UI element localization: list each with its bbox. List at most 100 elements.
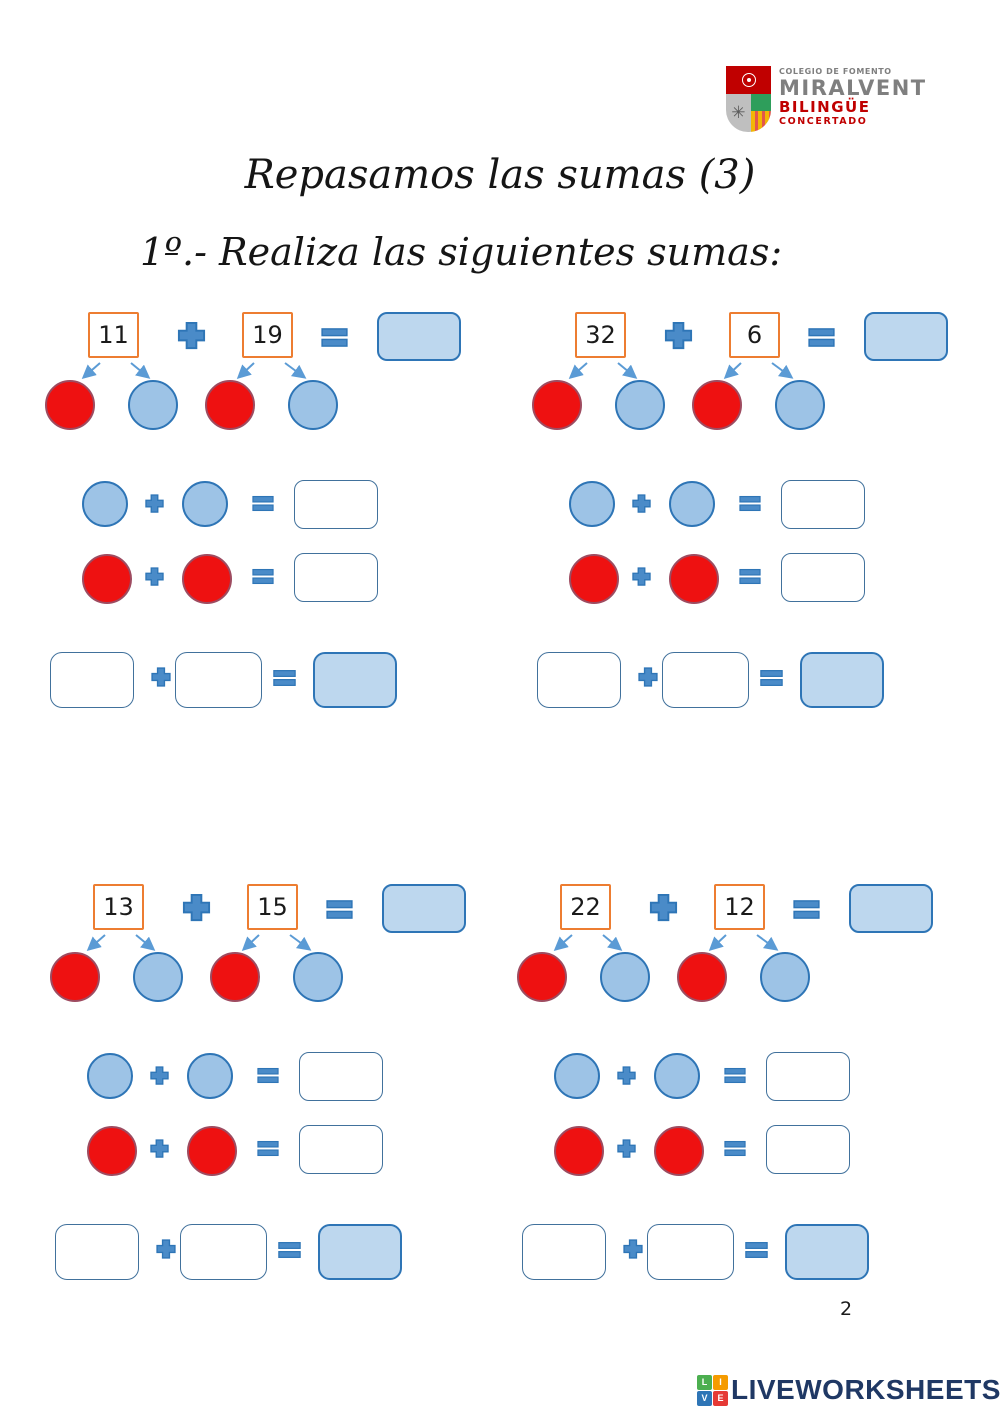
red-circle	[654, 1126, 704, 1176]
blue-circle	[569, 481, 615, 527]
addend-box: 22	[560, 884, 611, 930]
liveworksheets-wordmark: LIVEWORKSHEETS	[731, 1374, 1000, 1405]
red-circle	[677, 952, 727, 1002]
instruction-text: 1º.- Realiza las siguientes sumas:	[140, 230, 783, 274]
red-circle	[532, 380, 582, 430]
addend-box: 12	[714, 884, 765, 930]
blue-circle	[554, 1053, 600, 1099]
decompose-arrows-icon	[553, 934, 779, 952]
tile-i: I	[713, 1374, 728, 1390]
plus-icon	[156, 1239, 176, 1259]
exercise-block-3: 13 15	[45, 872, 485, 1292]
red-sum-answer-box[interactable]	[294, 553, 378, 602]
plus-icon	[177, 321, 206, 350]
liveworksheets-logo: L I V E LIVEWORKSHEETS	[697, 1374, 1000, 1406]
red-circle	[569, 554, 619, 604]
school-logo-line2: BILINGÜE	[779, 98, 871, 117]
final-answer-box[interactable]	[785, 1224, 869, 1280]
exercise-block-4: 22 12	[512, 872, 952, 1292]
red-circle	[517, 952, 567, 1002]
blue-circle	[133, 952, 183, 1002]
liveworksheets-tiles-icon: L I V E	[697, 1374, 728, 1406]
red-circle	[82, 554, 132, 604]
plus-icon	[664, 321, 693, 350]
blue-circle	[775, 380, 825, 430]
red-circle	[50, 952, 100, 1002]
sum-answer-box[interactable]	[377, 312, 461, 361]
red-circle	[45, 380, 95, 430]
partial-sum-box[interactable]	[50, 652, 134, 708]
addend-box: 6	[729, 312, 780, 358]
blue-circle	[288, 380, 338, 430]
blue-circle	[669, 481, 715, 527]
blue-circle	[128, 380, 178, 430]
partial-sum-box[interactable]	[647, 1224, 734, 1280]
plus-icon	[623, 1239, 643, 1259]
red-circle	[210, 952, 260, 1002]
partial-sum-box[interactable]	[537, 652, 621, 708]
final-answer-box[interactable]	[313, 652, 397, 708]
addend-box: 13	[93, 884, 144, 930]
addend-box: 32	[575, 312, 626, 358]
partial-sum-box[interactable]	[175, 652, 262, 708]
school-name: MIRALVENT	[779, 76, 927, 101]
equals-icon	[739, 495, 761, 512]
partial-sum-box[interactable]	[522, 1224, 606, 1280]
equals-icon	[739, 568, 761, 585]
equals-icon	[326, 900, 353, 919]
school-shield-icon: ✳	[726, 66, 771, 132]
addend-box: 15	[247, 884, 298, 930]
shield-stripes-quarter	[750, 110, 771, 132]
sum-answer-box[interactable]	[864, 312, 948, 361]
school-logo-text: COLEGIO DE FOMENTO MIRALVENT BILINGÜE CO…	[779, 66, 927, 140]
plus-icon	[145, 494, 164, 513]
equals-icon	[724, 1140, 746, 1157]
blue-circle	[82, 481, 128, 527]
plus-icon	[617, 1139, 636, 1158]
red-sum-answer-box[interactable]	[766, 1125, 850, 1174]
final-answer-box[interactable]	[800, 652, 884, 708]
red-circle	[692, 380, 742, 430]
plus-icon	[632, 494, 651, 513]
partial-sum-box[interactable]	[662, 652, 749, 708]
page-number: 2	[840, 1298, 853, 1320]
blue-sum-answer-box[interactable]	[294, 480, 378, 529]
partial-sum-box[interactable]	[180, 1224, 267, 1280]
addend-box: 11	[88, 312, 139, 358]
partial-sum-box[interactable]	[55, 1224, 139, 1280]
red-circle	[182, 554, 232, 604]
plus-icon	[182, 893, 211, 922]
blue-circle	[187, 1053, 233, 1099]
plus-icon	[632, 567, 651, 586]
shield-green-quarter	[750, 93, 771, 111]
final-answer-box[interactable]	[318, 1224, 402, 1280]
blue-circle	[182, 481, 228, 527]
plus-icon	[617, 1066, 636, 1085]
blue-sum-answer-box[interactable]	[781, 480, 865, 529]
equals-icon	[252, 495, 274, 512]
sum-answer-box[interactable]	[382, 884, 466, 933]
worksheet-title: Repasamos las sumas (3)	[244, 152, 756, 198]
blue-circle	[600, 952, 650, 1002]
red-circle	[669, 554, 719, 604]
plus-icon	[649, 893, 678, 922]
equals-icon	[257, 1140, 279, 1157]
sum-answer-box[interactable]	[849, 884, 933, 933]
red-circle	[205, 380, 255, 430]
equals-icon	[760, 670, 783, 686]
equals-icon	[745, 1242, 768, 1258]
plus-icon	[638, 667, 658, 687]
equals-icon	[278, 1242, 301, 1258]
school-logo-line1: COLEGIO DE FOMENTO	[779, 67, 892, 76]
blue-circle	[615, 380, 665, 430]
blue-circle	[654, 1053, 700, 1099]
red-sum-answer-box[interactable]	[299, 1125, 383, 1174]
decompose-arrows-icon	[86, 934, 312, 952]
blue-sum-answer-box[interactable]	[766, 1052, 850, 1101]
red-sum-answer-box[interactable]	[781, 553, 865, 602]
blue-sum-answer-box[interactable]	[299, 1052, 383, 1101]
exercise-block-2: 32 6	[527, 300, 967, 720]
red-circle	[187, 1126, 237, 1176]
tile-l: L	[697, 1374, 712, 1390]
